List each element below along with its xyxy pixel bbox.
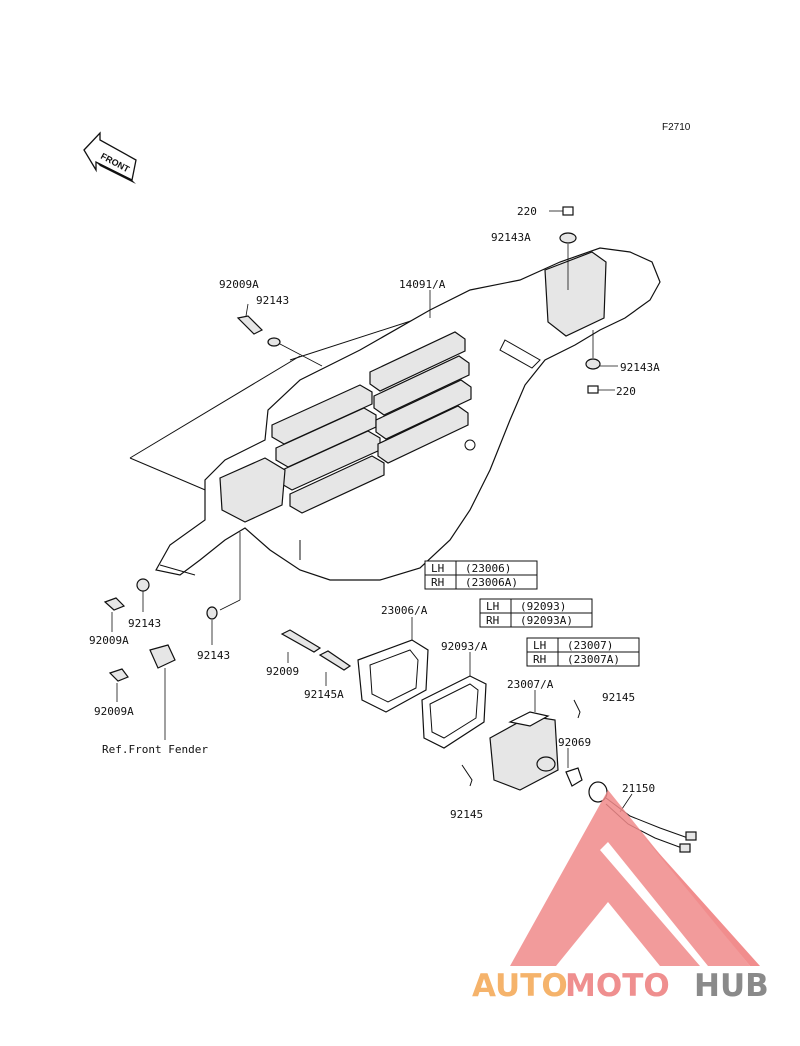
washer-92143-top — [267, 337, 323, 367]
label-92145-bottom: 92145 — [450, 808, 483, 821]
watermark-triangle-logo — [510, 790, 760, 966]
screw-92009 — [280, 629, 322, 663]
table3-row1-part: (23007) — [567, 639, 613, 652]
reference-note: Ref.Front Fender — [102, 743, 208, 756]
bolt-220-right — [587, 385, 615, 394]
label-92093a: 92093/A — [441, 640, 488, 653]
clip-92145-bottom — [461, 764, 473, 787]
variant-table-23007: LH (23007) RH (23007A) — [526, 637, 640, 667]
table3-row1-side: LH — [533, 639, 546, 652]
headlight-frame-23006 — [357, 617, 429, 713]
variant-table-92093: LH (92093) RH (92093A) — [479, 598, 593, 628]
washer-92143a-top — [559, 232, 577, 290]
label-23006a: 23006/A — [381, 604, 428, 617]
label-92069: 92069 — [558, 736, 591, 749]
label-92009a-left1: 92009A — [89, 634, 129, 647]
bolt-92009a-left2 — [108, 668, 129, 702]
watermark-text: AUTO MOTO HUB — [472, 968, 769, 1004]
bolt-92009a-left1 — [103, 597, 126, 632]
table1-row2-side: RH — [431, 576, 444, 589]
table1-row1-part: (23006) — [465, 562, 511, 575]
label-92143-top: 92143 — [256, 294, 289, 307]
label-92143-left2: 92143 — [197, 649, 230, 662]
label-92145a: 92145A — [304, 688, 344, 701]
guide-lines — [129, 317, 421, 493]
label-92143a-right: 92143A — [620, 361, 660, 374]
table1-row1-side: LH — [431, 562, 444, 575]
washer-92143a-right — [585, 330, 618, 370]
watermark-hub: HUB — [694, 968, 769, 1004]
watermark-moto: MOTO — [565, 968, 670, 1004]
label-14091a: 14091/A — [399, 278, 446, 291]
bolt-220-top — [549, 206, 574, 216]
washer-92143-left2 — [206, 606, 218, 645]
grille-cowl-14091 — [155, 247, 661, 581]
washer-92143-left1 — [136, 578, 150, 612]
bulb-92069 — [536, 748, 583, 787]
spring-92145a — [318, 650, 352, 686]
headlight-unit-23007 — [489, 690, 559, 791]
front-arrow-icon: FRONT — [83, 131, 137, 184]
label-92009a-top: 92009A — [219, 278, 259, 291]
table3-row2-side: RH — [533, 653, 546, 666]
label-220-top: 220 — [517, 205, 537, 218]
variant-table-23006: LH (23006) RH (23006A) — [424, 560, 538, 590]
table2-row2-part: (92093A) — [520, 614, 573, 627]
label-220-right: 220 — [616, 385, 636, 398]
bolt-92009a-top — [236, 303, 264, 335]
table1-row2-part: (23006A) — [465, 576, 518, 589]
label-92143-left1: 92143 — [128, 617, 161, 630]
table2-row2-side: RH — [486, 614, 499, 627]
figure-code: F2710 — [662, 122, 691, 133]
gasket-92093 — [421, 652, 487, 749]
table2-row1-part: (92093) — [520, 600, 566, 613]
watermark-auto: AUTO — [472, 968, 568, 1004]
bracket-front-fender — [149, 532, 241, 740]
label-92143a-top: 92143A — [491, 231, 531, 244]
table2-row1-side: LH — [486, 600, 499, 613]
label-21150: 21150 — [622, 782, 655, 795]
label-23007a: 23007/A — [507, 678, 554, 691]
table3-row2-part: (23007A) — [567, 653, 620, 666]
grille-slats-right — [369, 331, 472, 464]
label-92145-right: 92145 — [602, 691, 635, 704]
label-92009a-left2: 92009A — [94, 705, 134, 718]
clip-92145-right — [573, 699, 581, 719]
label-92009: 92009 — [266, 665, 299, 678]
